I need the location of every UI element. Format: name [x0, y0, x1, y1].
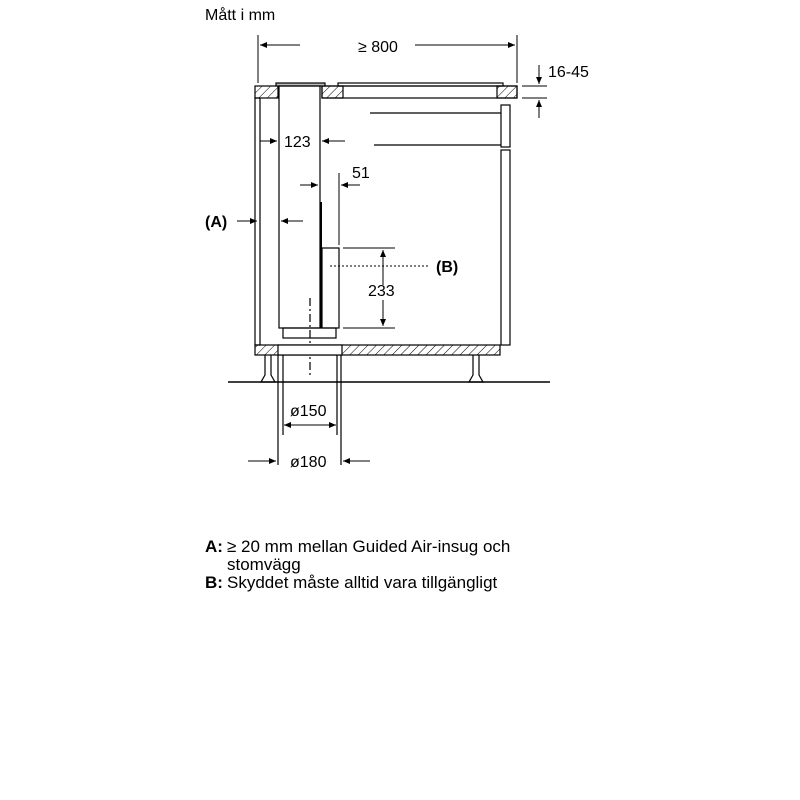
countertop-right — [321, 85, 518, 99]
diagram-title: Mått i mm — [205, 6, 275, 24]
cabinet-drawing — [228, 82, 550, 465]
cover-box — [321, 247, 340, 329]
dim-dia-inner: ø150 — [290, 403, 327, 420]
bottom-shelf — [254, 344, 501, 356]
dim-duct-offset: 123 — [284, 134, 311, 151]
door — [500, 149, 511, 346]
duct — [278, 85, 321, 329]
drawer-front — [500, 104, 511, 148]
note-b: B: Skyddet måste alltid vara tillgänglig… — [205, 573, 498, 592]
label-b: (B) — [436, 259, 458, 276]
label-a: (A) — [205, 214, 227, 231]
dim-width: ≥ 800 — [358, 39, 398, 56]
hob-plate — [337, 82, 504, 87]
dim-gap: 51 — [352, 165, 370, 182]
countertop-left — [254, 85, 279, 99]
dim-counter-thickness: 16-45 — [548, 64, 589, 81]
dim-dia-outer: ø180 — [290, 454, 327, 471]
foot-left — [259, 355, 277, 383]
dimension-lines — [237, 35, 547, 464]
dim-height-b: 233 — [368, 283, 395, 300]
foot-right — [467, 355, 485, 383]
